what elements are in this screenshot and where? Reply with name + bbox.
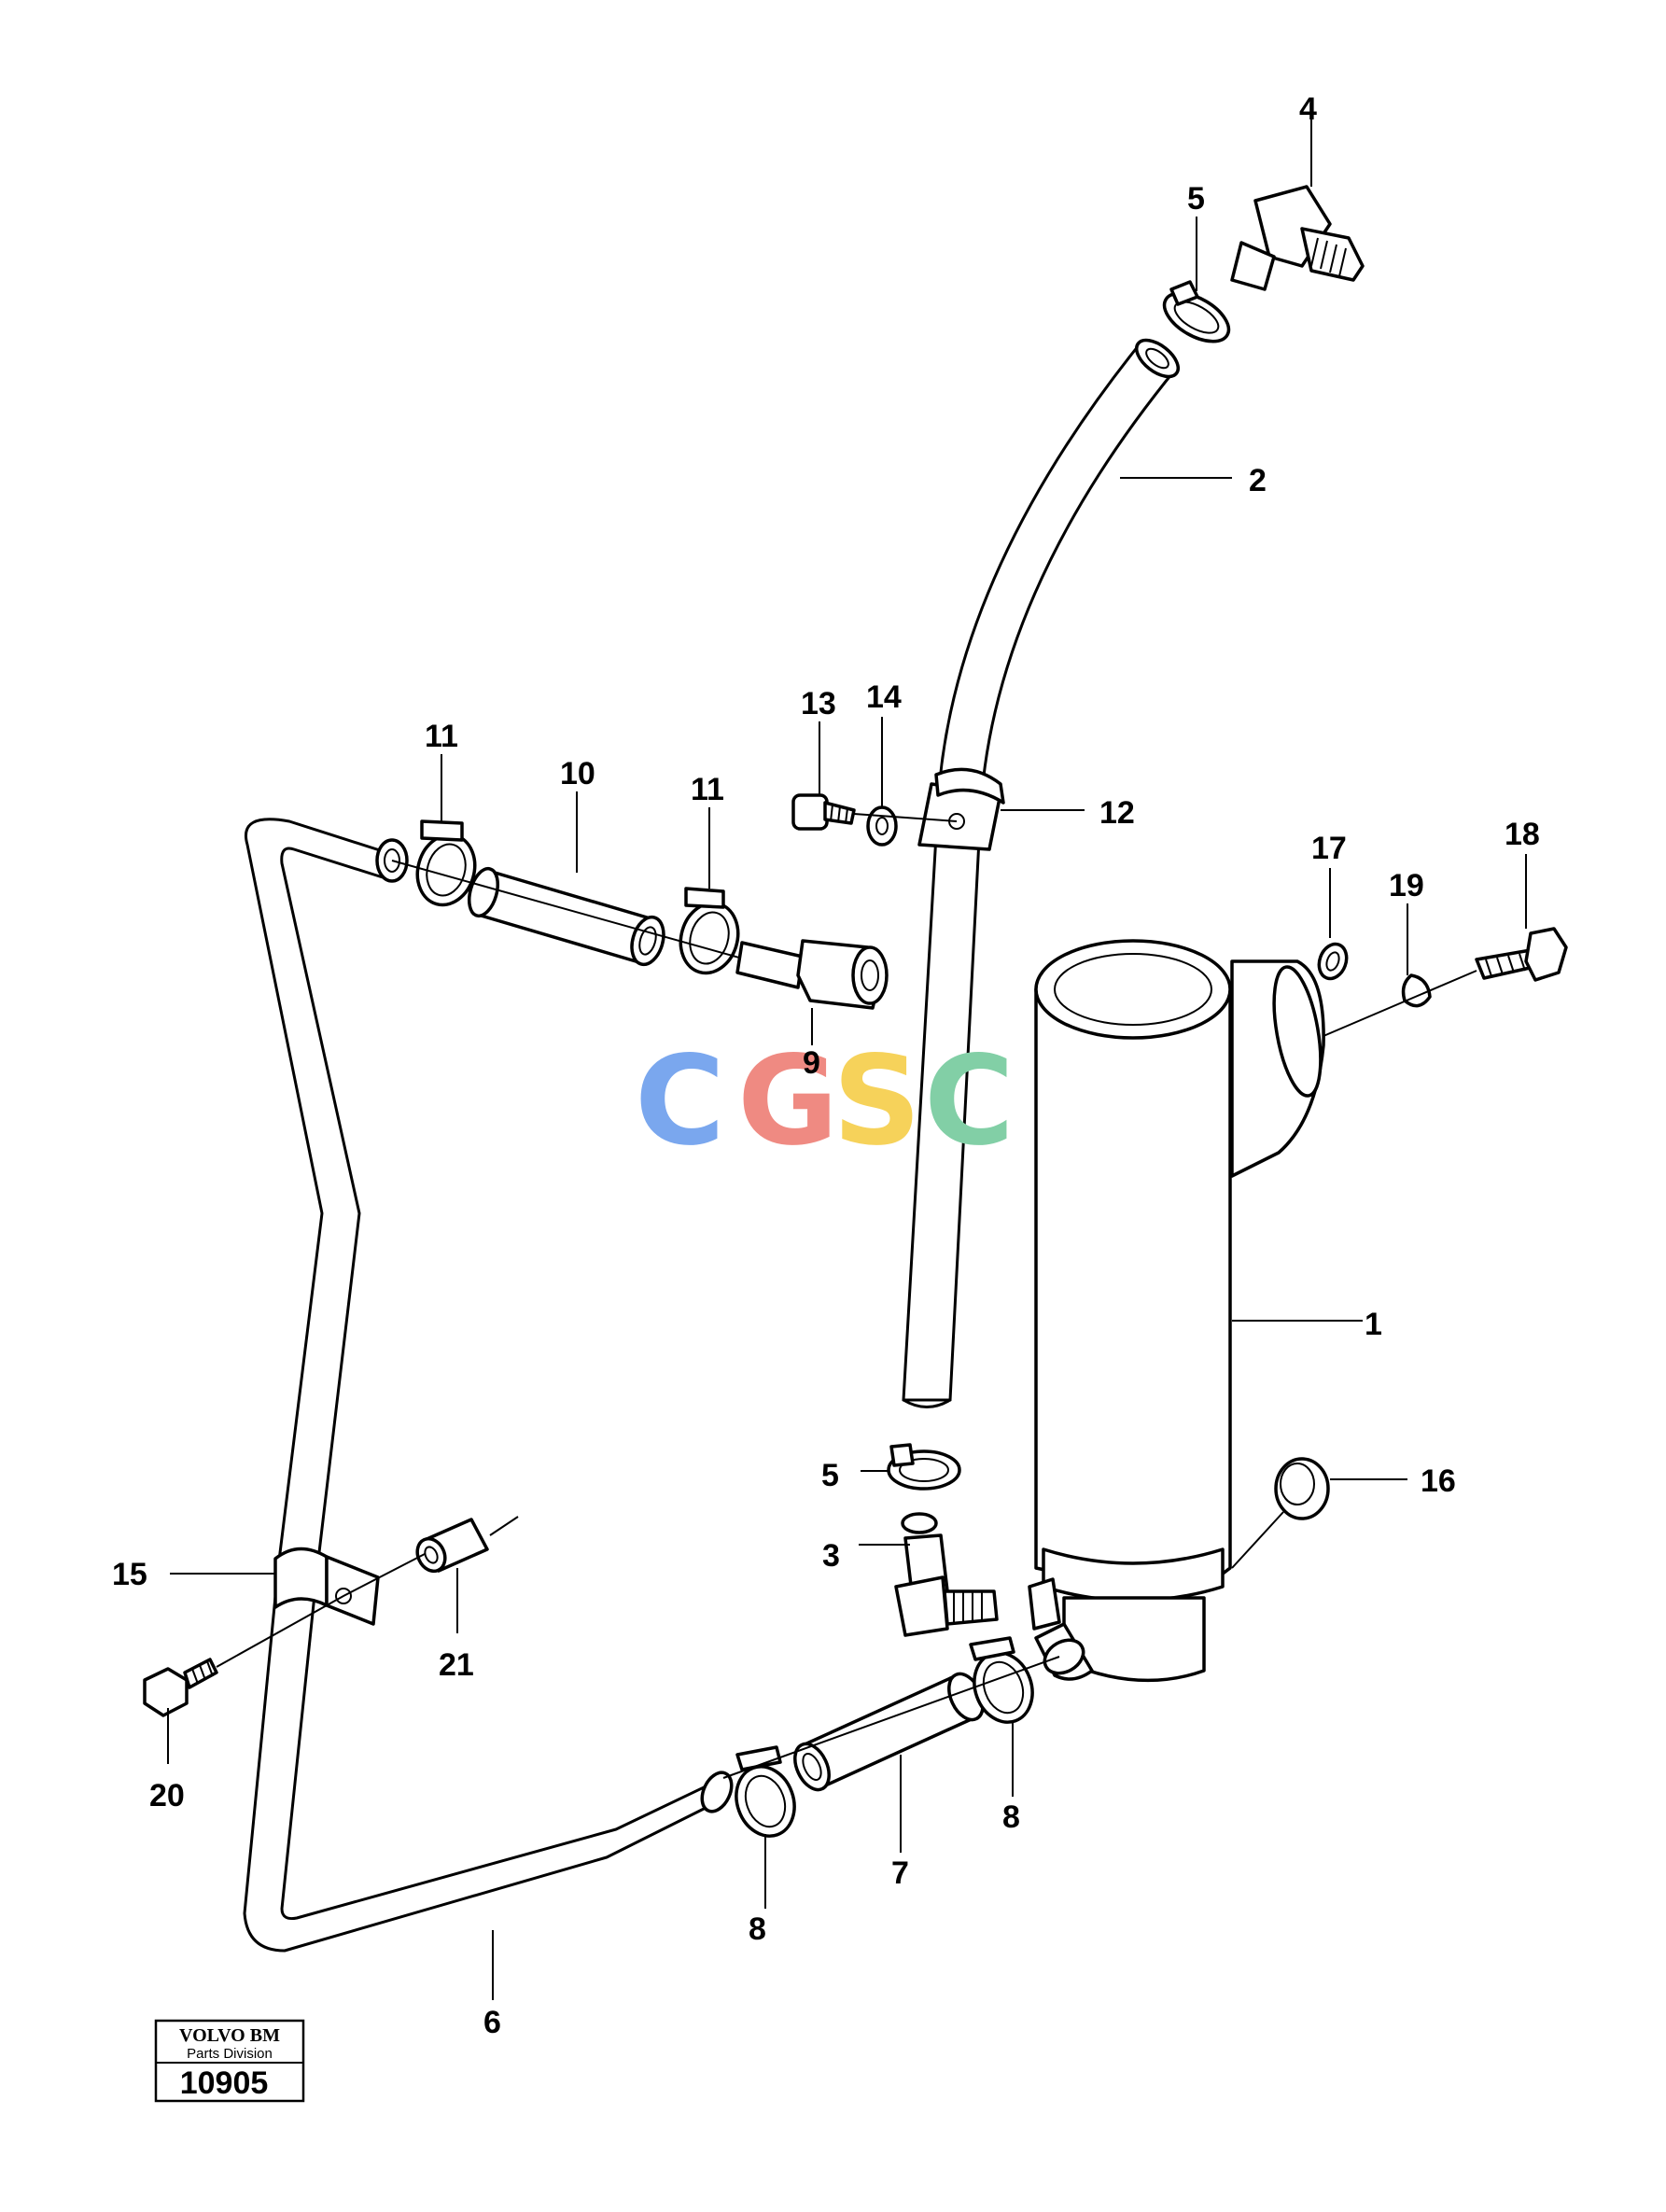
axis-bolt-18: [1323, 970, 1477, 1037]
callout-17: 17: [1311, 831, 1347, 866]
part-3-elbow: [894, 1512, 999, 1637]
watermark: C G S C: [635, 1029, 1015, 1173]
part-6-pipe: [243, 818, 734, 1953]
part-7-hose: [793, 1672, 985, 1792]
stamp-number: 10905: [180, 2065, 269, 2101]
watermark-letter-3: S: [833, 1029, 921, 1173]
axis-21: [489, 1516, 519, 1536]
part-2-hose: [902, 338, 1180, 1408]
part-17-washer: [1317, 942, 1349, 981]
callout-21: 21: [439, 1647, 474, 1683]
callout-8-upper: 8: [1002, 1799, 1020, 1835]
part-12-bracket: [917, 767, 1005, 851]
callout-1: 1: [1365, 1307, 1382, 1342]
axis-20-15: [216, 1553, 426, 1668]
part-11-clamp-left: [415, 819, 477, 907]
callout-3: 3: [822, 1538, 840, 1574]
watermark-letter-4: C: [924, 1029, 1015, 1173]
callout-15: 15: [112, 1557, 147, 1592]
axis-7-8: [722, 1656, 1060, 1779]
axis-16: [1231, 1511, 1284, 1569]
callout-16: 16: [1421, 1463, 1456, 1499]
watermark-letter-2: G: [737, 1029, 838, 1173]
callout-13: 13: [801, 686, 836, 721]
callout-4: 4: [1299, 91, 1317, 127]
part-21-spacer: [415, 1518, 489, 1574]
callout-10: 10: [560, 756, 595, 791]
part-4-elbow: [1230, 185, 1365, 291]
part-18-bolt: [1475, 927, 1568, 982]
part-10-hose: [468, 866, 665, 967]
axis-10-9: [391, 860, 804, 976]
callout-18: 18: [1505, 817, 1540, 852]
part-16-plug: [1274, 1457, 1330, 1520]
part-5-clamp-upper: [1162, 280, 1231, 343]
callouts: 1 2 3 4 5 5 6 7 8 8 9 10 11 11 12 13 14 …: [112, 91, 1540, 2040]
leader-lines: [167, 119, 1527, 2000]
callout-8-lower: 8: [749, 1911, 766, 1947]
callout-14: 14: [866, 679, 902, 715]
volvo-bm-stamp: VOLVO BM Parts Division 10905: [154, 2019, 305, 2103]
axis-13-12: [853, 813, 958, 822]
callout-12: 12: [1099, 795, 1135, 831]
part-8-clamp-lower: [735, 1745, 796, 1838]
part-11-clamp-right: [679, 887, 740, 975]
part-8-clamp-upper: [969, 1636, 1034, 1724]
part-13-screw: [791, 793, 856, 831]
stamp-brand: VOLVO BM: [179, 2025, 280, 2046]
part-9-nipple: [735, 939, 889, 1010]
callout-19: 19: [1389, 868, 1424, 903]
part-5-clamp-lower: [887, 1443, 961, 1491]
stamp-division: Parts Division: [187, 2046, 273, 2062]
callout-2: 2: [1249, 463, 1267, 498]
callout-7: 7: [891, 1855, 909, 1891]
watermark-letter-1: C: [635, 1029, 725, 1173]
callout-9: 9: [803, 1045, 820, 1081]
callout-5-lower: 5: [821, 1458, 839, 1493]
callout-11-right: 11: [691, 772, 724, 807]
part-1-cylinder: [1028, 939, 1325, 1683]
part-20-bolt: [143, 1658, 218, 1717]
callout-11-left: 11: [425, 719, 458, 754]
part-14-washer: [866, 805, 898, 847]
callout-20: 20: [149, 1778, 185, 1813]
callout-6: 6: [483, 2005, 501, 2040]
callout-5-upper: 5: [1187, 181, 1205, 217]
